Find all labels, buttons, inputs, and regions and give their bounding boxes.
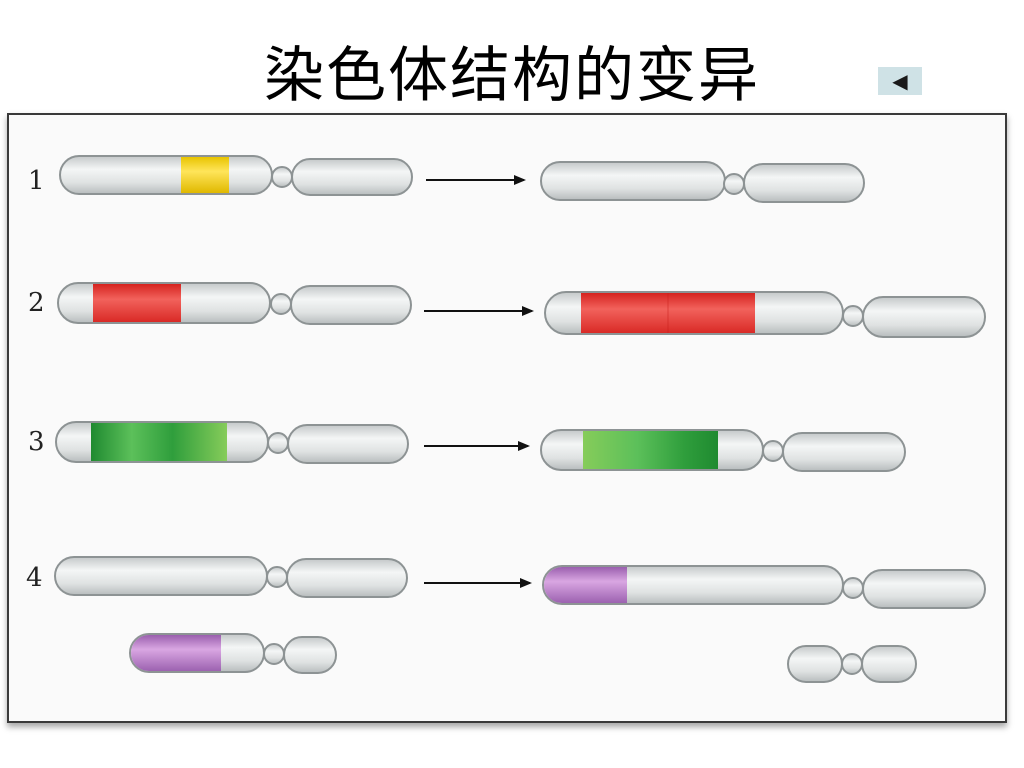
centromere [263, 643, 285, 665]
purple-translocated-segment [544, 567, 627, 603]
row-label-4: 4 [26, 563, 43, 593]
page-title: 染色体结构的变异 [264, 41, 760, 111]
green-inverted-segment [583, 431, 718, 469]
yellow-segment [181, 157, 229, 193]
red-segment [93, 284, 181, 322]
row1-original-chromosome [59, 155, 413, 196]
row4-original-chromosome-short [129, 633, 337, 674]
triangle-left-icon: ◀ [892, 69, 908, 93]
centromere [266, 566, 288, 588]
row-label-2: 2 [28, 288, 45, 318]
row3-result-chromosome [540, 429, 906, 472]
back-button[interactable]: ◀ [878, 67, 922, 95]
row3-original-chromosome [55, 421, 409, 464]
centromere [842, 305, 864, 327]
green-segment [91, 423, 227, 461]
row4-original-chromosome-long [54, 556, 408, 598]
row1-result-chromosome [540, 161, 865, 203]
row4-result-chromosome-short [787, 645, 917, 683]
row2-original-chromosome [57, 282, 412, 325]
centromere [723, 173, 745, 195]
centromere [762, 440, 784, 462]
centromere [270, 293, 292, 315]
centromere [842, 577, 864, 599]
centromere [841, 653, 863, 675]
row-label-3: 3 [28, 427, 45, 457]
centromere [271, 166, 293, 188]
row4-result-chromosome-long [542, 565, 986, 609]
centromere [267, 432, 289, 454]
purple-segment [131, 635, 221, 671]
row-label-1: 1 [28, 166, 45, 196]
row2-result-chromosome [544, 291, 986, 338]
diagram-panel [7, 113, 1007, 723]
